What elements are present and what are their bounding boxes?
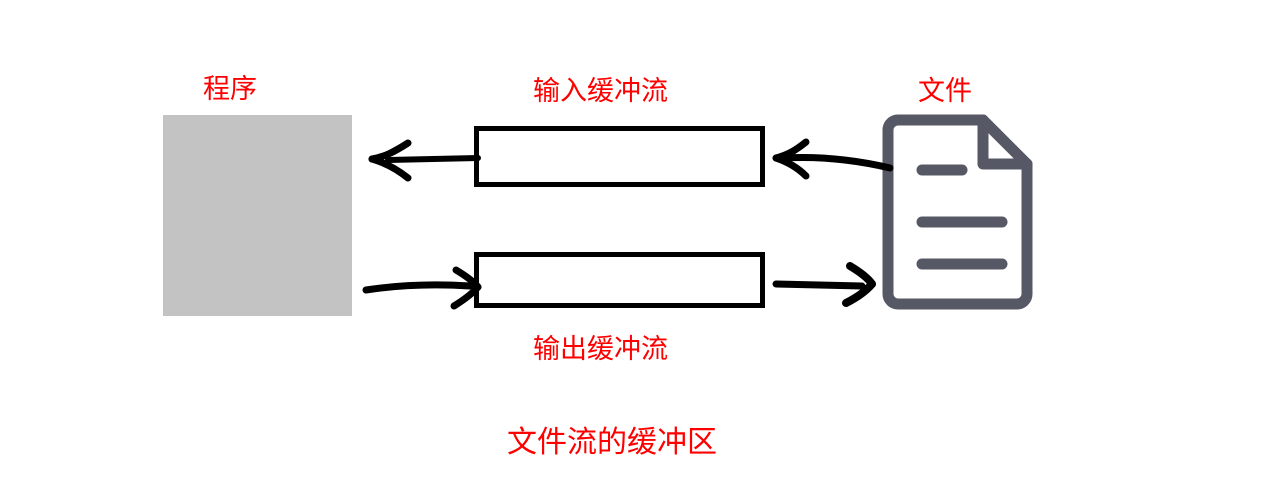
file-document-icon	[882, 114, 1033, 310]
input-buffer-label: 输入缓冲流	[533, 76, 668, 107]
input-buffer-box	[474, 126, 765, 187]
program-box	[163, 115, 352, 316]
arrow-left-icon-file-to-input	[772, 138, 894, 180]
program-label: 程序	[203, 74, 257, 105]
file-fold-icon	[977, 114, 1033, 170]
arrow-right-icon-output-to-file	[772, 262, 876, 307]
diagram-caption: 文件流的缓冲区	[507, 425, 717, 460]
file-outline	[882, 114, 1033, 310]
file-label: 文件	[918, 76, 972, 107]
arrow-left-icon-input-to-program	[368, 139, 481, 182]
output-buffer-box	[474, 252, 765, 308]
output-buffer-label: 输出缓冲流	[533, 334, 668, 365]
arrow-right-icon-program-to-output	[362, 266, 482, 310]
